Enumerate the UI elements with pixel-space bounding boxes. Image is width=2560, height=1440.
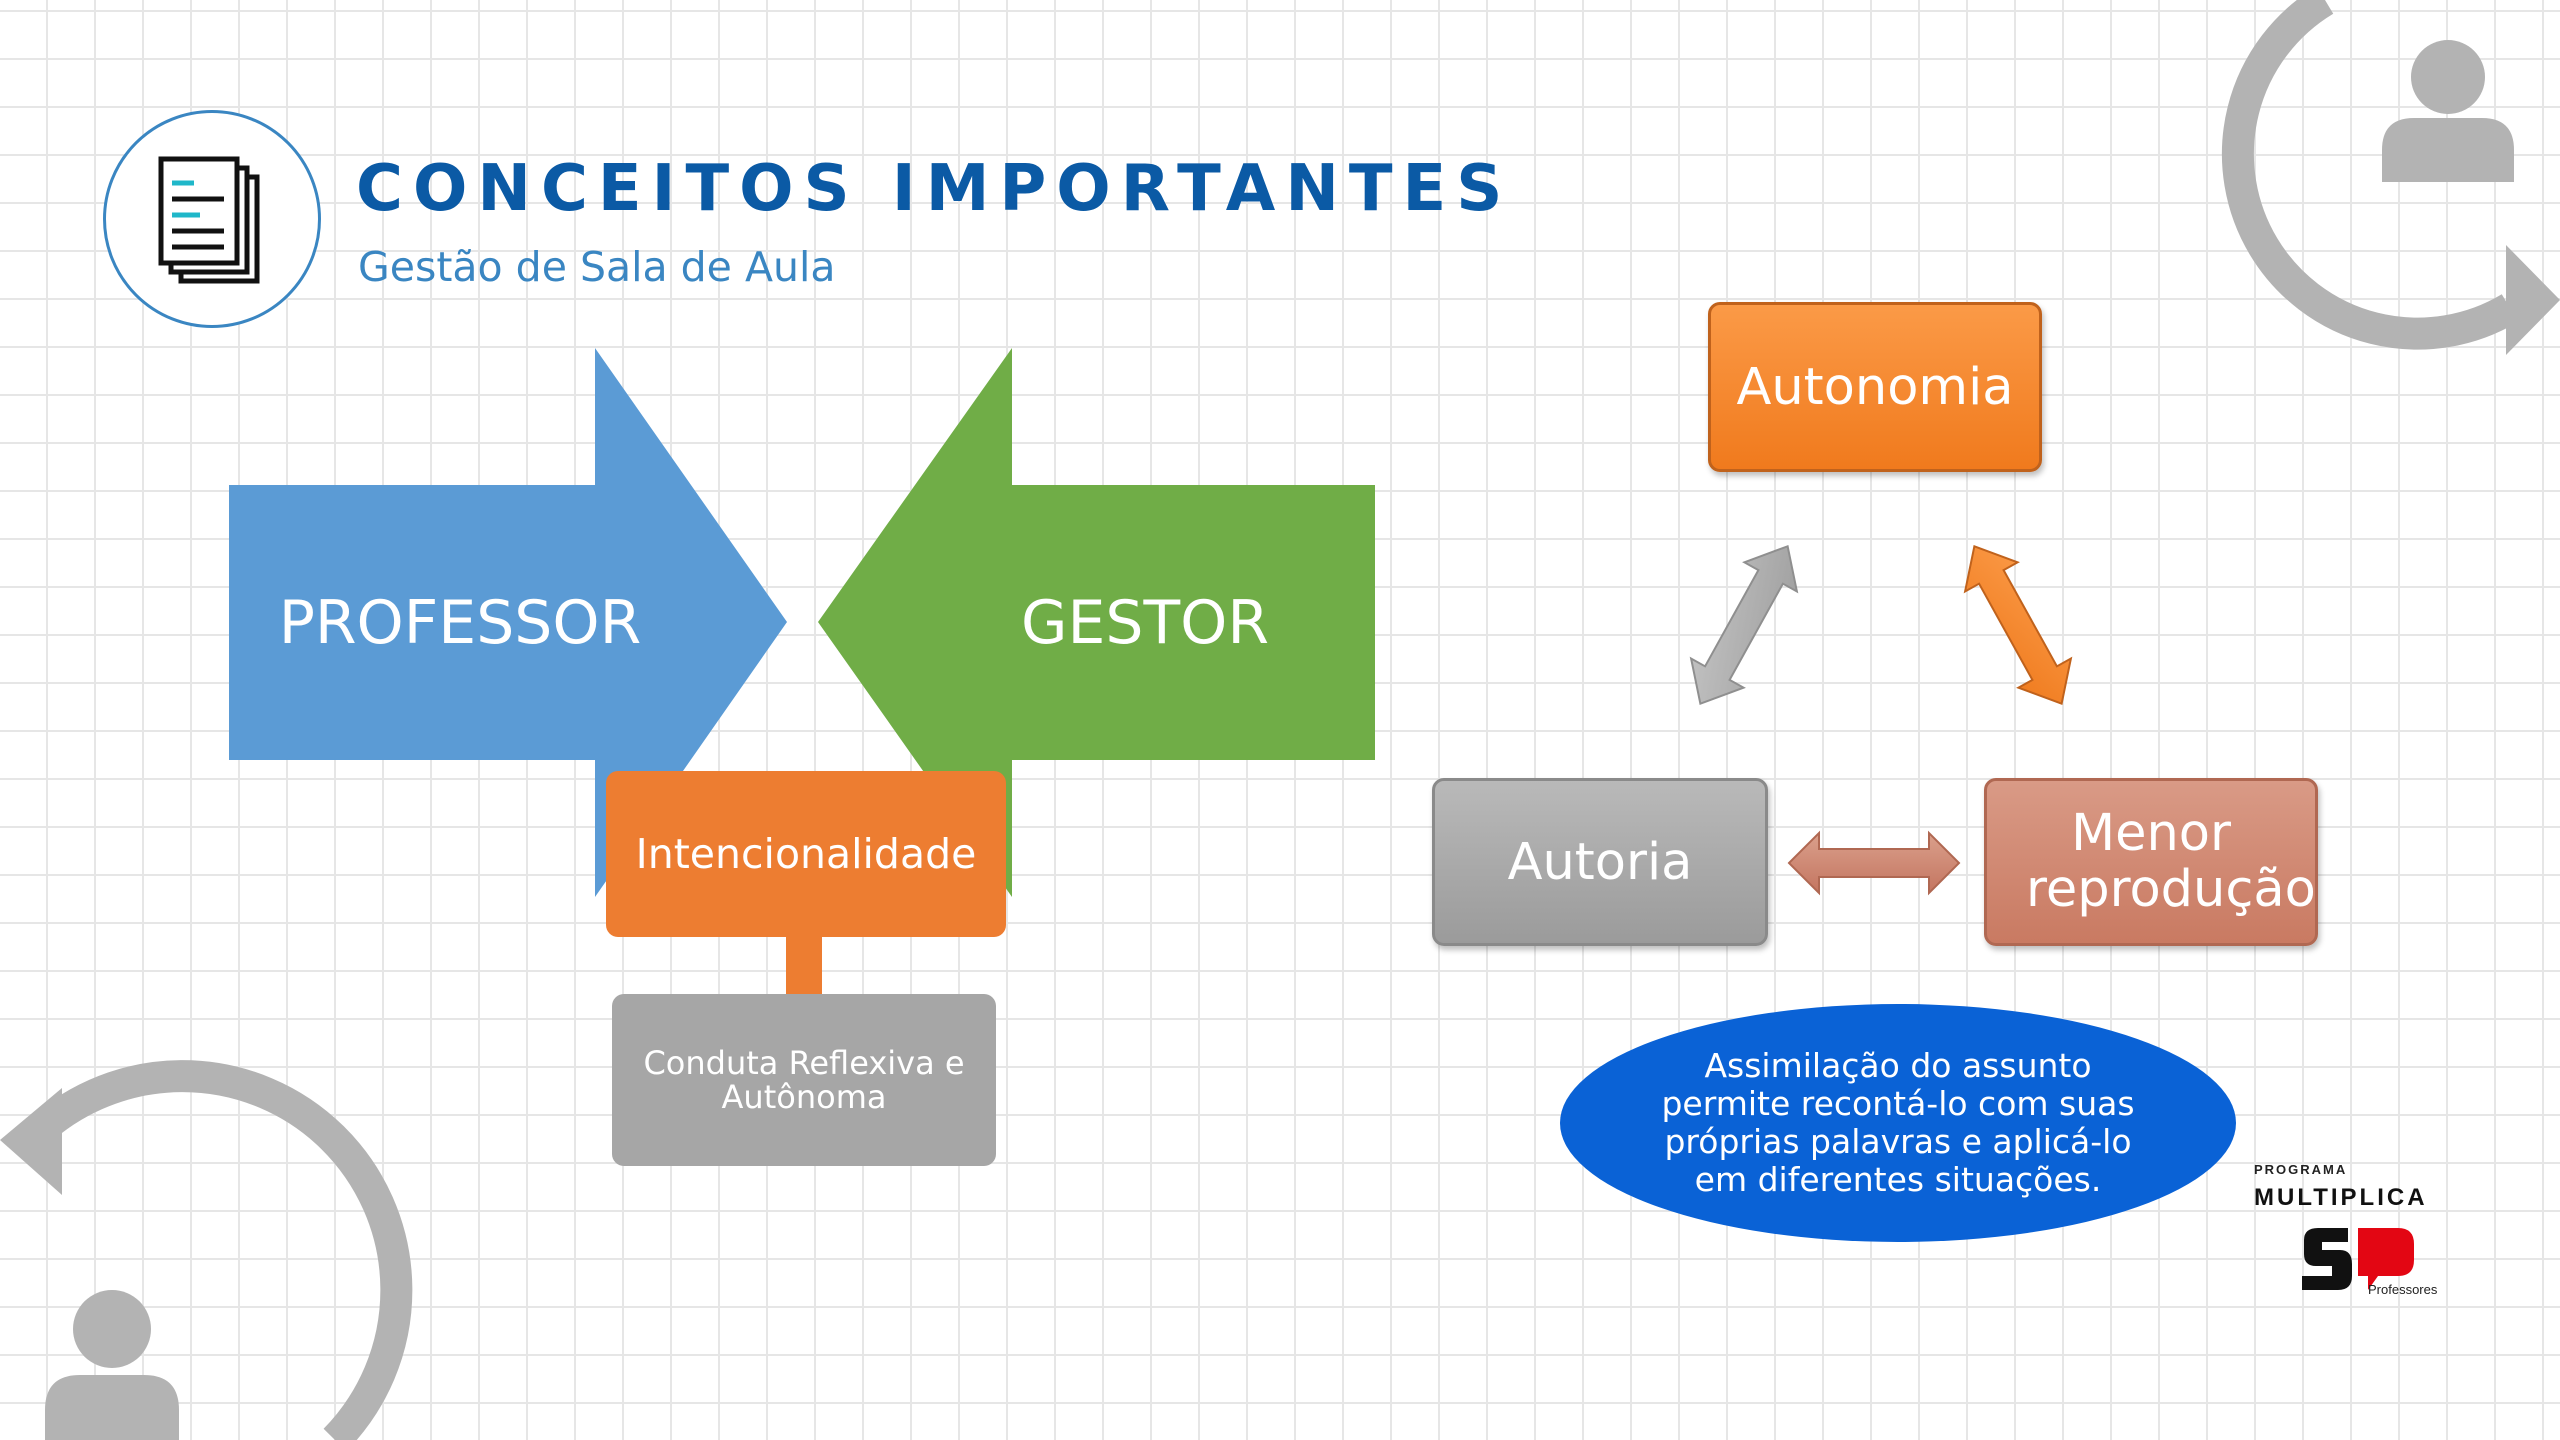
page-title: CONCEITOS IMPORTANTES: [356, 152, 1513, 226]
autoria-autonomia-arrow: [1689, 544, 1799, 706]
assimilacao-text: Assimilação do assunto permite recontá-l…: [1661, 1046, 2135, 1199]
sp-logo-icon: SP: [2302, 1228, 2414, 1290]
programa-multiplica-logo: PROGRAMA MULTIPLICA SP Professores: [2254, 1162, 2454, 1302]
conduta-box: Conduta Reflexiva e Autônoma: [612, 994, 996, 1166]
person-icon: [2382, 40, 2514, 182]
circular-arrow-icon: [18, 1060, 413, 1440]
autonomia-box: Autonomia: [1708, 302, 2042, 472]
logo-tagline: Professores: [2368, 1282, 2438, 1297]
autonomia-menor-arrow: [1963, 544, 2073, 706]
assimilacao-ellipse: Assimilação do assunto permite recontá-l…: [1560, 1004, 2236, 1242]
connector-bar: [786, 937, 822, 994]
logo-name-text: MULTIPLICA: [2254, 1184, 2428, 1211]
person-icon: [45, 1290, 179, 1440]
professor-arrow: [229, 348, 787, 897]
menor-reproducao-label: Menor reprodução: [2026, 804, 2316, 919]
circular-arrow-icon: [2221, 0, 2519, 350]
autoria-menor-arrow: [1787, 830, 1961, 896]
intencionalidade-box: Intencionalidade: [606, 771, 1006, 937]
documents-icon: [158, 156, 260, 284]
menor-reproducao-box: Menor reprodução: [1984, 778, 2318, 946]
autonomia-label: Autonomia: [1736, 357, 2014, 417]
page-subtitle: Gestão de Sala de Aula: [358, 243, 836, 291]
arrow-head-icon: [2506, 245, 2560, 355]
gestor-arrow-label: GESTOR: [1021, 588, 1269, 658]
logo-program-text: PROGRAMA: [2254, 1162, 2348, 1177]
autoria-label: Autoria: [1507, 832, 1693, 892]
conduta-label: Conduta Reflexiva e Autônoma: [643, 1044, 965, 1116]
gestor-arrow: [818, 348, 1375, 897]
intencionalidade-label: Intencionalidade: [635, 830, 977, 878]
header-icon-circle: [103, 110, 321, 328]
professor-arrow-label: PROFESSOR: [279, 588, 642, 658]
autoria-box: Autoria: [1432, 778, 1768, 946]
arrow-head-icon: [0, 1088, 62, 1195]
